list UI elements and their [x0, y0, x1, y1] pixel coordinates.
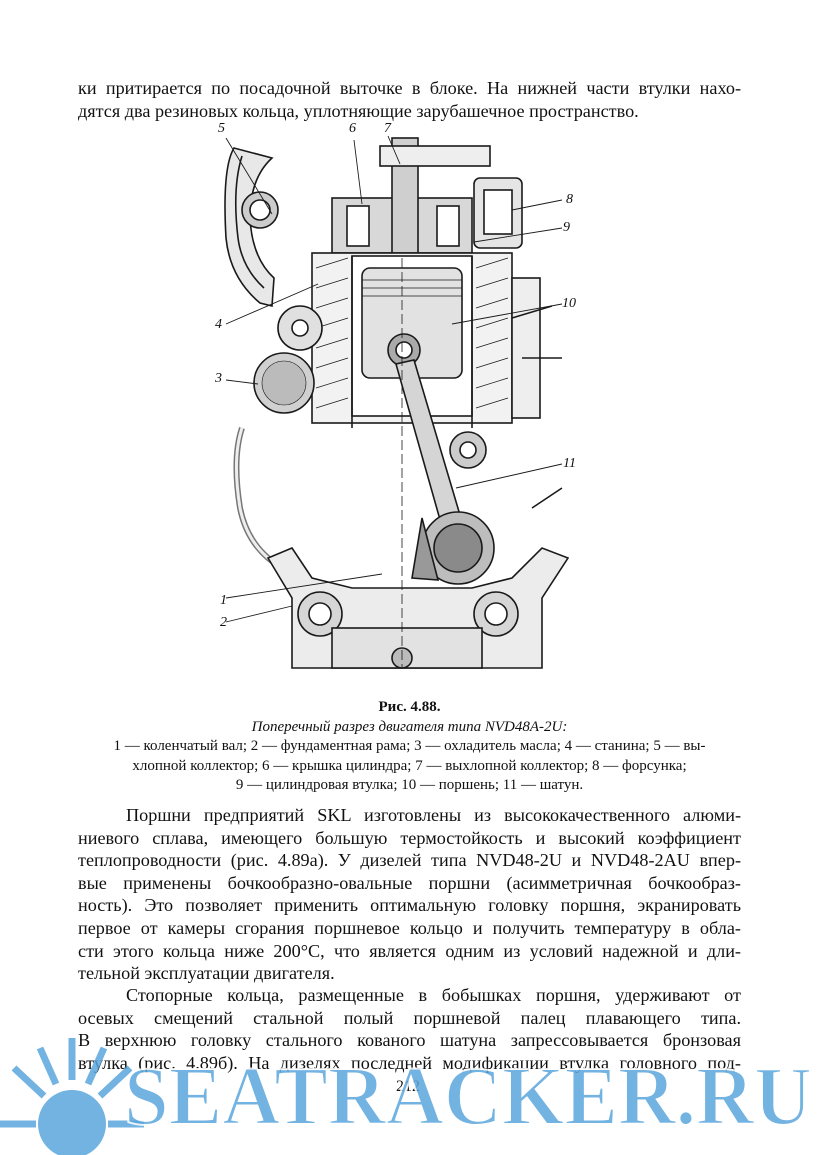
callout-label: 5 — [218, 121, 225, 136]
text-line: дятся два резиновых кольца, уплотняющие … — [78, 100, 639, 121]
callout-label: 11 — [563, 456, 576, 471]
callout-label: 9 — [563, 220, 570, 235]
callout-label: 2 — [220, 615, 227, 630]
callout-label: 10 — [562, 296, 576, 311]
figure-legend-line: 9 — цилиндровая втулка; 10 — поршень; 11… — [235, 777, 584, 793]
text-line: втулка (рис. 4.89б). На дизелях последне… — [78, 1052, 741, 1073]
callout-label: 1 — [220, 593, 227, 608]
body-paragraph: Поршни предприятий SKL изготовлены из вы… — [78, 804, 741, 985]
text-line: тельной эксплуатации двигателя. — [78, 963, 335, 984]
text-line: теплопроводности (рис. 4.89а). У дизелей… — [78, 850, 741, 871]
figure-title: Рис. 4.88. — [378, 699, 441, 715]
callout-label: 7 — [384, 121, 391, 136]
text-line: сти этого кольца ниже 200°С, что являетс… — [78, 940, 741, 961]
body-paragraph: Стопорные кольца, размещенные в бобышках… — [78, 984, 741, 1074]
figure-legend-line: 1 — коленчатый вал; 2 — фундаментная рам… — [113, 738, 706, 754]
text-line: первое от камеры сгорания поршневое коль… — [78, 917, 741, 938]
callout-label: 8 — [566, 192, 573, 207]
text-line: ниевого сплава, имеющего большую термост… — [78, 827, 741, 848]
figure-caption: Рис. 4.88. Поперечный разрез двигателя т… — [78, 698, 741, 796]
callout-label: 4 — [215, 317, 222, 332]
text-line: вые применены бочкообразно-овальные порш… — [78, 872, 741, 893]
figure-subtitle: Поперечный разрез двигателя типа NVD48A-… — [251, 718, 568, 735]
callout-label: 3 — [215, 371, 222, 386]
text-line: ность). Это позволяет применить оптималь… — [78, 895, 741, 916]
text-line: осевых смещений стальной полый поршневой… — [78, 1007, 741, 1028]
text-line: В верхнюю головку стального кованого шат… — [78, 1030, 741, 1051]
callout-label: 6 — [349, 121, 356, 136]
text-line: Стопорные кольца, размещенные в бобышках… — [126, 985, 741, 1005]
engine-cross-section-figure — [224, 135, 570, 669]
text-line: Поршни предприятий SKL изготовлены из вы… — [126, 805, 741, 825]
intro-paragraph: ки притирается по посадочной выточке в б… — [78, 77, 741, 122]
figure-legend-line: хлопной коллектор; 6 — крышка цилиндра; … — [132, 757, 687, 774]
text-line: ки притирается по посадочной выточке в б… — [78, 78, 741, 98]
page-number: 212 — [396, 1078, 420, 1095]
